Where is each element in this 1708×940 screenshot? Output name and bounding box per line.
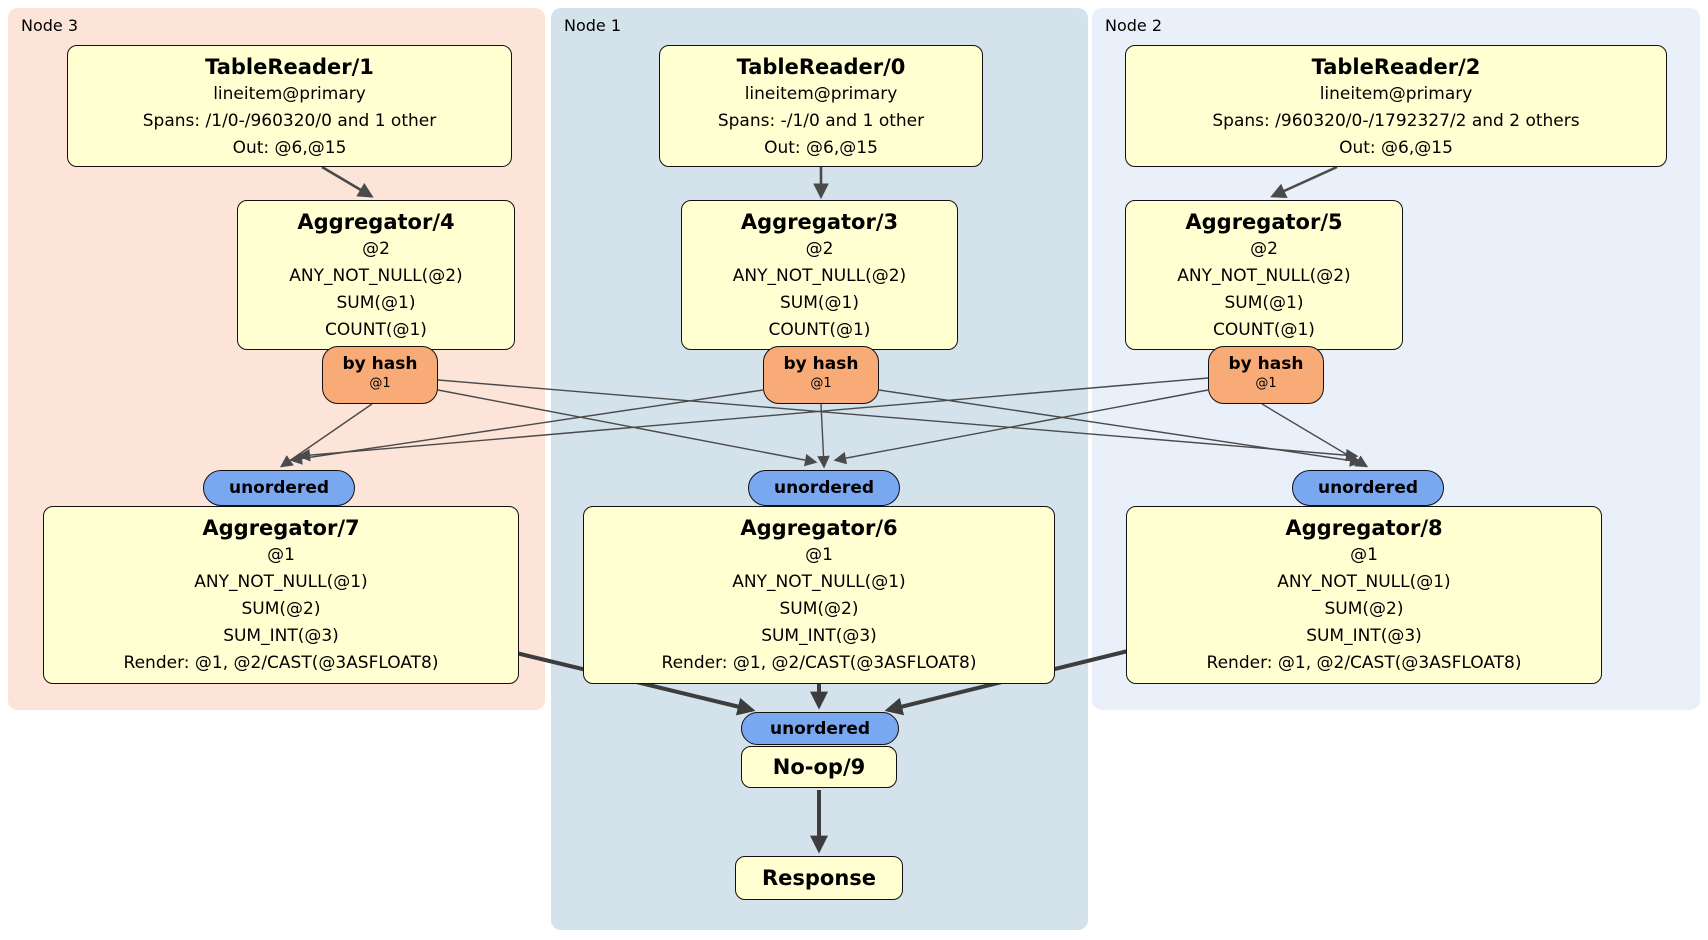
edge-tablereader1-to-aggregator4	[321, 165, 374, 198]
edge-tablereader2-to-aggregator5	[1270, 165, 1338, 198]
aggregator5-box: Aggregator/5 @2 ANY_NOT_NULL(@2) SUM(@1)…	[1125, 200, 1403, 350]
aggregator3-title: Aggregator/3	[740, 210, 899, 234]
unordered-stream-node1-label: unordered	[773, 478, 875, 498]
by-hash-router-node1-cols: @1	[810, 376, 832, 391]
aggregator6-title: Aggregator/6	[740, 516, 898, 540]
tablereader2-spans: Spans: /960320/0-/1792327/2 and 2 others	[1212, 111, 1580, 131]
aggregator3-fn-2: SUM(@1)	[780, 293, 859, 313]
by-hash-router-node3-label: by hash	[342, 354, 418, 374]
tablereader1-index: lineitem@primary	[213, 84, 366, 104]
aggregator6-fn-1: ANY_NOT_NULL(@1)	[732, 572, 906, 592]
aggregator3-box: Aggregator/3 @2 ANY_NOT_NULL(@2) SUM(@1)…	[681, 200, 958, 350]
tablereader1-spans: Spans: /1/0-/960320/0 and 1 other	[142, 111, 437, 131]
aggregator7-title: Aggregator/7	[202, 516, 360, 540]
tablereader2-out: Out: @6,@15	[1339, 138, 1453, 158]
aggregator7-render: Render: @1, @2/CAST(@3ASFLOAT8)	[123, 653, 439, 673]
aggregator8-fn-1: ANY_NOT_NULL(@1)	[1277, 572, 1451, 592]
tablereader1-out: Out: @6,@15	[232, 138, 347, 158]
aggregator3-fn-3: COUNT(@1)	[768, 320, 871, 340]
aggregator4-fn-1: ANY_NOT_NULL(@2)	[289, 266, 463, 286]
unordered-stream-node2: unordered	[1292, 470, 1444, 506]
aggregator6-box: Aggregator/6 @1 ANY_NOT_NULL(@1) SUM(@2)…	[583, 506, 1055, 684]
edge-hash3-to-stream1	[437, 389, 818, 467]
tablereader0-title: TableReader/0	[736, 55, 906, 79]
by-hash-router-node3: by hash @1	[322, 346, 438, 404]
edge-hash2-to-stream1	[833, 389, 1209, 465]
tablereader0-box: TableReader/0 lineitem@primary Spans: -/…	[659, 45, 983, 167]
aggregator8-box: Aggregator/8 @1 ANY_NOT_NULL(@1) SUM(@2)…	[1126, 506, 1602, 684]
aggregator4-title: Aggregator/4	[297, 210, 455, 234]
edge-hash1-to-stream1	[817, 403, 830, 469]
by-hash-router-node2-label: by hash	[1228, 354, 1304, 374]
tablereader1-box: TableReader/1 lineitem@primary Spans: /1…	[67, 45, 512, 167]
aggregator8-fn-3: SUM_INT(@3)	[1306, 626, 1422, 646]
aggregator3-group-cols: @2	[805, 239, 834, 259]
aggregator7-box: Aggregator/7 @1 ANY_NOT_NULL(@1) SUM(@2)…	[43, 506, 519, 684]
node3-region-label: Node 3	[21, 16, 79, 35]
edge-hash1-to-stream2	[878, 389, 1363, 467]
tablereader1-title: TableReader/1	[205, 55, 374, 79]
aggregator5-title: Aggregator/5	[1185, 210, 1343, 234]
unordered-stream-node3-label: unordered	[228, 478, 330, 498]
edge-hash2-to-stream3	[297, 377, 1209, 462]
aggregator6-fn-3: SUM_INT(@3)	[761, 626, 877, 646]
unordered-stream-node2-label: unordered	[1317, 478, 1419, 498]
by-hash-router-node1: by hash @1	[763, 346, 879, 404]
aggregator6-render: Render: @1, @2/CAST(@3ASFLOAT8)	[661, 653, 977, 673]
unordered-stream-final: unordered	[741, 712, 899, 745]
tablereader2-title: TableReader/2	[1311, 55, 1481, 79]
node1-region-label: Node 1	[564, 16, 622, 35]
by-hash-router-node1-label: by hash	[783, 354, 859, 374]
aggregator4-fn-3: COUNT(@1)	[325, 320, 427, 340]
aggregator8-fn-2: SUM(@2)	[1324, 599, 1404, 619]
aggregator8-render: Render: @1, @2/CAST(@3ASFLOAT8)	[1206, 653, 1522, 673]
aggregator5-fn-1: ANY_NOT_NULL(@2)	[1177, 266, 1351, 286]
tablereader2-box: TableReader/2 lineitem@primary Spans: /9…	[1125, 45, 1667, 167]
aggregator5-fn-3: COUNT(@1)	[1213, 320, 1315, 340]
noop9-box: No-op/9	[741, 746, 897, 788]
aggregator8-group-cols: @1	[1350, 545, 1378, 565]
edge-hash3-to-stream2	[437, 379, 1359, 462]
tablereader0-index: lineitem@primary	[744, 84, 898, 104]
edge-hash1-to-stream3	[289, 389, 764, 465]
by-hash-router-node2: by hash @1	[1208, 346, 1324, 404]
aggregator3-fn-1: ANY_NOT_NULL(@2)	[732, 266, 907, 286]
unordered-stream-node3: unordered	[203, 470, 355, 506]
by-hash-router-node2-cols: @1	[1255, 376, 1277, 391]
aggregator5-group-cols: @2	[1250, 239, 1278, 259]
by-hash-router-node3-cols: @1	[369, 376, 391, 391]
unordered-stream-final-label: unordered	[769, 718, 871, 739]
unordered-stream-node1: unordered	[748, 470, 900, 506]
aggregator5-fn-2: SUM(@1)	[1224, 293, 1304, 313]
edge-hash3-to-stream3	[279, 403, 373, 468]
response-box: Response	[735, 856, 903, 900]
tablereader2-index: lineitem@primary	[1319, 84, 1473, 104]
noop9-title: No-op/9	[772, 755, 866, 779]
tablereader0-spans: Spans: -/1/0 and 1 other	[717, 111, 925, 131]
response-title: Response	[761, 866, 877, 890]
aggregator4-fn-2: SUM(@1)	[336, 293, 416, 313]
aggregator7-fn-1: ANY_NOT_NULL(@1)	[194, 572, 368, 592]
aggregator6-fn-2: SUM(@2)	[779, 599, 859, 619]
aggregator6-group-cols: @1	[805, 545, 833, 565]
tablereader0-out: Out: @6,@15	[764, 138, 878, 158]
aggregator7-fn-2: SUM(@2)	[241, 599, 321, 619]
aggregator8-title: Aggregator/8	[1285, 516, 1443, 540]
node2-region-label: Node 2	[1105, 16, 1163, 35]
edge-hash2-to-stream2	[1261, 403, 1369, 468]
aggregator4-group-cols: @2	[362, 239, 390, 259]
aggregator4-box: Aggregator/4 @2 ANY_NOT_NULL(@2) SUM(@1)…	[237, 200, 515, 350]
aggregator7-group-cols: @1	[267, 545, 295, 565]
aggregator7-fn-3: SUM_INT(@3)	[223, 626, 339, 646]
